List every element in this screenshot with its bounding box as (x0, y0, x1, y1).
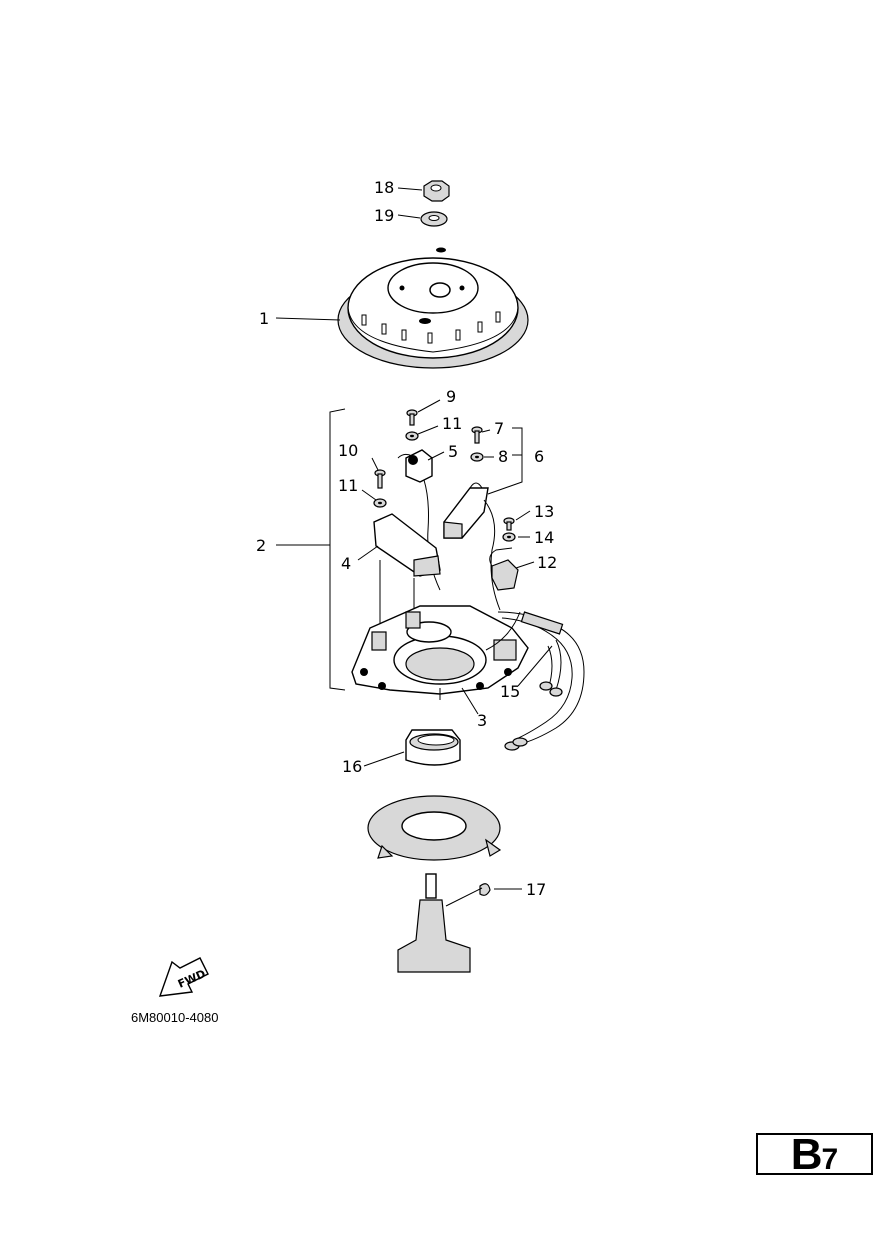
callout-3: 3 (477, 711, 487, 730)
flywheel-part-1 (337, 247, 529, 369)
screw-part-13 (503, 517, 515, 531)
callout-5: 5 (448, 442, 458, 461)
washer-part-14 (502, 532, 516, 542)
screw-part-9 (406, 409, 418, 426)
bushing-part-16 (405, 729, 461, 766)
retainer-plate (367, 795, 502, 861)
washer-part-11-lower (373, 498, 387, 508)
rectifier-part-12 (489, 547, 519, 591)
callout-16: 16 (342, 757, 362, 776)
callout-11-lower: 11 (338, 476, 358, 495)
crankshaft-end (397, 873, 471, 973)
callout-17: 17 (526, 880, 546, 899)
pulser-coil-part-5 (397, 449, 441, 591)
callout-4: 4 (341, 554, 351, 573)
callout-labels: 18 19 1 9 11 7 10 5 8 6 11 13 2 14 4 12 … (256, 178, 557, 899)
callout-18: 18 (374, 178, 394, 197)
charge-coil-part-6 (443, 482, 501, 611)
callout-12: 12 (537, 553, 557, 572)
callout-19: 19 (374, 206, 394, 225)
callout-15: 15 (500, 682, 520, 701)
callout-11-upper: 11 (442, 414, 462, 433)
screw-part-10 (374, 469, 386, 489)
callout-2: 2 (256, 536, 266, 555)
callout-7: 7 (494, 419, 504, 438)
callout-6: 6 (534, 447, 544, 466)
screw-part-7 (471, 426, 483, 444)
stator-base-part-3 (351, 605, 529, 700)
section-letter: B (790, 1130, 823, 1179)
hex-nut-part-18 (423, 180, 450, 202)
section-badge: B 7 (756, 1130, 873, 1179)
washer-part-8 (470, 452, 484, 462)
wire-harness-part-15 (497, 611, 585, 751)
key-part-17 (479, 883, 491, 896)
washer-part-11-upper (405, 431, 419, 441)
callout-8: 8 (498, 447, 508, 466)
fwd-arrow-icon: FWD (158, 957, 209, 997)
washer-part-19 (420, 211, 448, 227)
section-number: 7 (821, 1143, 839, 1176)
reference-code: 6M80010-4080 (131, 1010, 219, 1025)
callout-14: 14 (534, 528, 554, 547)
callout-9: 9 (446, 387, 456, 406)
callout-13: 13 (534, 502, 554, 521)
callout-10: 10 (338, 441, 358, 460)
callout-1: 1 (259, 309, 269, 328)
leader-lines (275, 187, 553, 907)
